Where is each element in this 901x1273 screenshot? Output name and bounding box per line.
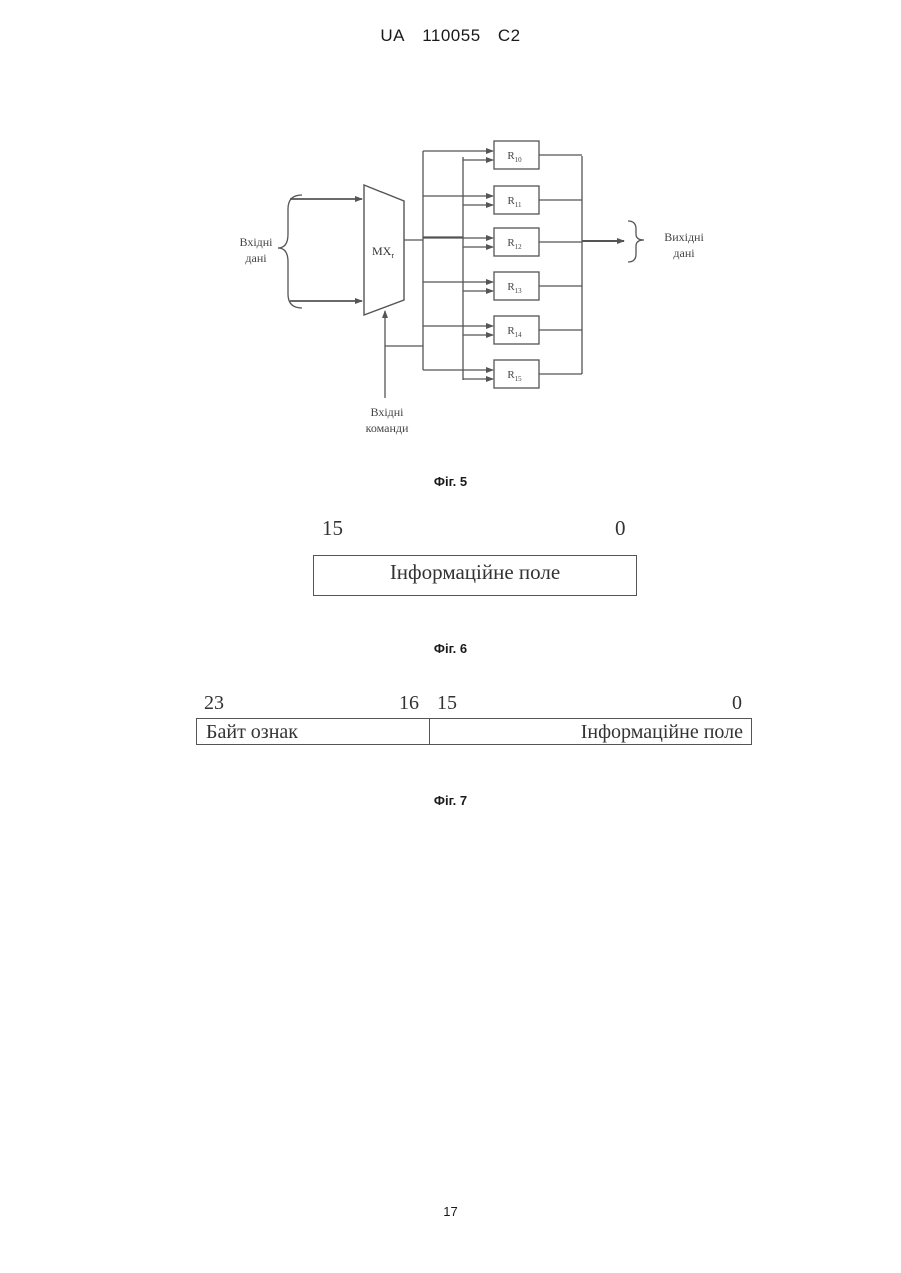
figure-7-caption: Фіг. 7 (0, 793, 901, 808)
register-label-1: R11 (507, 195, 522, 209)
fig6-bit-low: 0 (615, 516, 626, 541)
input-brace (278, 195, 302, 308)
fig7-bit-16: 16 (399, 692, 419, 715)
output-data-label-line1: Вихідні (664, 230, 704, 244)
figure-6-caption: Фіг. 6 (0, 641, 901, 656)
register-block-3 (494, 272, 539, 300)
fig7-bit-23: 23 (204, 692, 224, 715)
output-brace (628, 221, 644, 262)
fig7-information-field: Інформаційне поле (429, 718, 752, 745)
register-block-2 (494, 228, 539, 256)
register-label-4: R14 (507, 325, 522, 339)
fig7-bit-0: 0 (732, 692, 742, 715)
page-number: 17 (0, 1204, 901, 1219)
fig7-bit-15: 15 (437, 692, 457, 715)
fig7-flags-byte-field: Байт ознак (196, 718, 430, 745)
input-commands-label-line2: команди (366, 421, 409, 435)
fig6-information-field: Інформаційне поле (313, 555, 637, 596)
input-commands-label-line1: Вхідні (370, 405, 404, 419)
register-block-0 (494, 141, 539, 169)
input-data-label-line2: дані (245, 251, 267, 265)
fig6-bit-high: 15 (322, 516, 343, 541)
register-label-5: R15 (507, 369, 522, 383)
register-block-5 (494, 360, 539, 388)
register-label-0: R10 (507, 150, 522, 164)
register-label-2: R12 (507, 237, 522, 251)
output-data-label-line2: дані (673, 246, 695, 260)
figure-5-caption: Фіг. 5 (0, 474, 901, 489)
mux-label: MXr (372, 244, 394, 260)
figure-5-diagram: Вхідні дані Вихідні дані Вхідні команди … (0, 0, 901, 460)
register-label-3: R13 (507, 281, 522, 295)
register-block-4 (494, 316, 539, 344)
input-data-label-line1: Вхідні (239, 235, 273, 249)
register-block-1 (494, 186, 539, 214)
